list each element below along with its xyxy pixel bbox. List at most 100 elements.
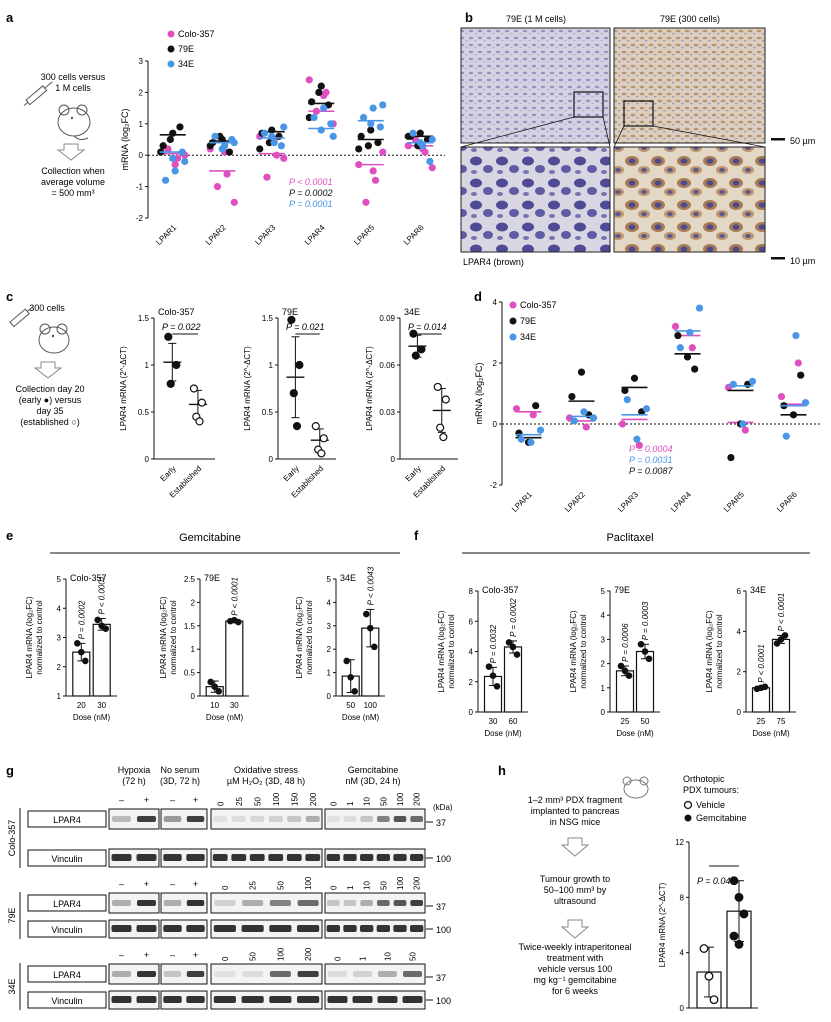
y-tick-label: 2 xyxy=(469,678,474,687)
lpar4-label: LPAR4 xyxy=(53,899,81,909)
blot-band xyxy=(268,854,284,861)
h-legend-dot-gem xyxy=(684,814,692,822)
y-tick-label: 1.5 xyxy=(138,314,150,323)
data-point xyxy=(213,183,222,191)
y-tick-label: 4 xyxy=(469,648,474,657)
lane-label: 100 xyxy=(304,876,313,890)
blot-frame xyxy=(160,919,208,939)
blot-frame xyxy=(108,892,160,914)
mw-label: 37 xyxy=(436,973,446,983)
blot-band xyxy=(186,925,205,932)
blot-frame xyxy=(160,963,208,985)
blot-frame xyxy=(108,848,160,868)
data-point xyxy=(485,663,493,670)
lane-label: + xyxy=(144,950,149,960)
data-point xyxy=(493,682,501,690)
bar xyxy=(225,620,244,697)
blot-frame xyxy=(324,963,426,985)
blot-frame xyxy=(324,919,426,939)
bar xyxy=(92,623,111,697)
data-point xyxy=(178,148,186,156)
b-scale-top: 50 µm xyxy=(790,136,815,146)
blot-band xyxy=(136,925,157,932)
x-tick-label: LPAR2 xyxy=(563,490,587,514)
vinculin-label: Vinculin xyxy=(51,996,82,1006)
p-value: P = 0.0006 xyxy=(621,623,630,662)
data-point xyxy=(171,167,179,175)
blot-band xyxy=(393,925,407,932)
a-pval-colo: P < 0.0001 xyxy=(289,177,332,187)
y-axis-label-2: normalized to control xyxy=(447,614,456,688)
d-pval-colo: P = 0.0004 xyxy=(629,444,672,454)
blot-band xyxy=(137,971,156,977)
lane-label: 200 xyxy=(304,947,313,961)
down-arrow-icon xyxy=(560,837,590,857)
blot-band xyxy=(297,925,320,932)
data-point xyxy=(197,398,207,407)
cell-line-label: 79E xyxy=(7,907,17,923)
x-tick-label: 30 xyxy=(230,701,239,710)
blot-band xyxy=(410,900,423,906)
y-tick-label: 2 xyxy=(139,88,144,97)
panel-e-letter: e xyxy=(6,528,13,543)
g-hdr-ox-2: µM H₂O₂ (3D, 48 h) xyxy=(227,776,305,786)
blot-band xyxy=(163,925,182,932)
blot-frame xyxy=(210,808,323,830)
x-tick-label: 25 xyxy=(621,717,630,726)
data-point xyxy=(195,417,204,426)
y-tick-label: 0.09 xyxy=(379,314,395,323)
chart-title: Colo-357 xyxy=(482,585,519,595)
y-tick-label: -2 xyxy=(490,481,498,490)
data-point xyxy=(761,683,769,691)
blot-band xyxy=(212,854,228,861)
y-tick-label: 5 xyxy=(327,575,332,584)
data-point xyxy=(409,129,417,137)
e-header: Gemcitabine xyxy=(179,532,241,544)
y-axis-label-2: normalized to control xyxy=(35,600,44,674)
data-point xyxy=(625,672,633,679)
y-tick-label: 1 xyxy=(191,645,196,654)
data-point xyxy=(161,176,170,184)
p-value: P < 0.0001 xyxy=(757,644,766,683)
lane-label: 0 xyxy=(221,956,230,961)
g-hdr-noserum: No serum xyxy=(160,765,199,775)
y-axis-label: LPAR4 mRNA (2^-ΔCT) xyxy=(658,882,667,967)
lane-label: 1 xyxy=(359,956,368,961)
lane-label: 50 xyxy=(379,797,388,806)
x-tick-label: LPAR3 xyxy=(616,490,640,514)
lane-label: 50 xyxy=(249,952,258,961)
flow-text: Tumour growth to xyxy=(540,874,610,884)
lane-label: 100 xyxy=(396,792,405,806)
data-point xyxy=(312,107,321,115)
blot-band xyxy=(393,900,407,906)
y-tick-label: 1 xyxy=(145,361,150,370)
data-point xyxy=(529,411,537,419)
mouse-icon xyxy=(57,104,91,141)
y-tick-label: -1 xyxy=(136,183,144,192)
data-point xyxy=(727,453,735,462)
data-point xyxy=(439,432,448,442)
blot-frame xyxy=(108,919,160,939)
mw-label: 100 xyxy=(436,854,451,864)
data-point xyxy=(308,98,316,106)
blot-band xyxy=(137,900,156,906)
blot-band xyxy=(287,816,302,822)
blot-band xyxy=(376,925,390,932)
blot-band xyxy=(214,900,236,906)
data-point xyxy=(215,688,222,695)
y-tick-label: 0.5 xyxy=(184,669,196,678)
data-point xyxy=(310,113,318,122)
data-point xyxy=(225,148,234,156)
p-value: P = 0.021 xyxy=(286,322,324,332)
y-tick-label: 4 xyxy=(327,598,332,607)
flow-text: 1–2 mm³ PDX fragment xyxy=(528,795,623,805)
flow-text: treatment with xyxy=(547,953,604,963)
data-point xyxy=(82,657,89,665)
x-axis-label: Dose (nM) xyxy=(616,729,654,738)
flow-text: vehicle versus 100 xyxy=(538,964,613,974)
